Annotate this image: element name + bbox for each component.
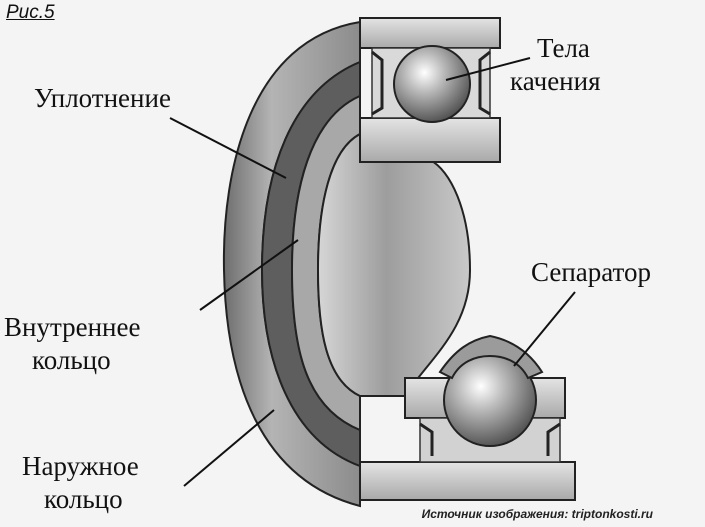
label-seal: Уплотнение bbox=[34, 82, 171, 115]
label-rolling-elements-line2: качения bbox=[510, 66, 601, 96]
leader-inner bbox=[199, 239, 299, 311]
leader-cage bbox=[513, 291, 576, 367]
label-seal-text: Уплотнение bbox=[34, 83, 171, 113]
top-section-outer bbox=[359, 17, 501, 49]
label-outer-ring: Наружное кольцо bbox=[22, 450, 139, 516]
label-inner-ring-line2: кольцо bbox=[32, 345, 111, 375]
leader-seal bbox=[169, 117, 287, 179]
top-section-inner bbox=[359, 117, 501, 163]
bottom-seal-right bbox=[546, 422, 561, 456]
top-ball bbox=[393, 45, 471, 123]
label-outer-ring-line1: Наружное bbox=[22, 451, 139, 481]
image-source: Источник изображения: triptonkosti.ru bbox=[421, 507, 653, 521]
inner-ring-bore bbox=[316, 132, 472, 397]
leader-balls bbox=[445, 57, 531, 81]
bottom-seal-left bbox=[419, 422, 434, 456]
label-rolling-elements: Тела качения bbox=[510, 32, 601, 98]
figure-label: Рис.5 bbox=[6, 2, 55, 23]
label-outer-ring-line2: кольцо bbox=[44, 484, 123, 514]
label-rolling-elements-line1: Тела bbox=[537, 33, 590, 63]
label-cage: Сепаратор bbox=[531, 256, 651, 289]
label-inner-ring: Внутреннее кольцо bbox=[4, 311, 140, 377]
top-seal-right bbox=[478, 50, 491, 116]
leader-outer bbox=[183, 409, 275, 487]
cage-shape bbox=[438, 334, 544, 380]
top-seal-left bbox=[371, 50, 384, 116]
label-cage-text: Сепаратор bbox=[531, 257, 651, 287]
label-inner-ring-line1: Внутреннее bbox=[4, 312, 141, 342]
bottom-section-outer bbox=[359, 461, 576, 501]
